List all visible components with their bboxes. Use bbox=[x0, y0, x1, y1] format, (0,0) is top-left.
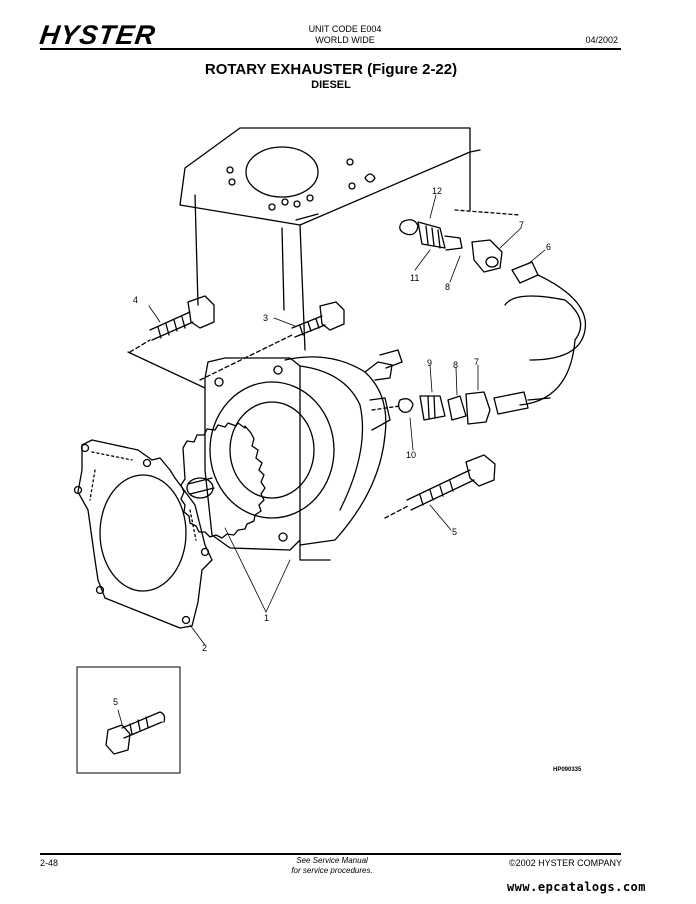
callout-4: 4 bbox=[133, 295, 138, 305]
callout-numbers: 1 2 3 4 5 5 6 7 7 8 8 9 10 11 12 bbox=[113, 186, 551, 707]
upper-fittings bbox=[399, 209, 587, 406]
watermark: www.epcatalogs.com bbox=[506, 880, 646, 894]
gasket bbox=[73, 439, 213, 629]
page-subtitle: DIESEL bbox=[311, 79, 351, 91]
page-number: 2-48 bbox=[40, 858, 59, 868]
callout-6: 6 bbox=[546, 242, 551, 252]
exhauster-housing bbox=[204, 349, 403, 561]
engine-block bbox=[179, 127, 481, 351]
callout-3: 3 bbox=[263, 313, 268, 323]
callout-5-inset: 5 bbox=[113, 697, 118, 707]
callout-9: 9 bbox=[427, 358, 432, 368]
callout-8-upper: 8 bbox=[445, 282, 450, 292]
bolt-5 bbox=[384, 454, 496, 519]
callout-1: 1 bbox=[264, 613, 269, 623]
footer-rule bbox=[40, 853, 621, 855]
bolt-4 bbox=[127, 295, 215, 389]
page-title: ROTARY EXHAUSTER (Figure 2-22) bbox=[204, 61, 458, 78]
unit-code: UNIT CODE E004 WORLD WIDE bbox=[290, 24, 400, 46]
service-note-line-2: for service procedures. bbox=[291, 866, 373, 875]
drive-gear bbox=[180, 422, 266, 539]
callout-2: 2 bbox=[202, 643, 207, 653]
callout-5: 5 bbox=[452, 527, 457, 537]
copyright: ©2002 HYSTER COMPANY bbox=[509, 858, 622, 868]
header-rule bbox=[40, 48, 621, 50]
bolt-3 bbox=[199, 301, 345, 381]
callout-10: 10 bbox=[406, 450, 416, 460]
leader-lines bbox=[148, 194, 546, 646]
callout-7-lower: 7 bbox=[474, 357, 479, 367]
lower-fittings bbox=[371, 391, 551, 425]
callout-11: 11 bbox=[410, 273, 419, 283]
callout-12: 12 bbox=[432, 186, 442, 196]
callout-8-lower: 8 bbox=[453, 360, 458, 370]
service-note: See Service Manual for service procedure… bbox=[262, 856, 402, 876]
unit-code-text: UNIT CODE E004 bbox=[308, 24, 382, 34]
figure-reference: HP090335 bbox=[553, 767, 582, 773]
region-text: WORLD WIDE bbox=[315, 35, 375, 45]
inset-detail bbox=[76, 666, 181, 774]
issue-date: 04/2002 bbox=[585, 35, 618, 45]
service-note-line-1: See Service Manual bbox=[296, 856, 368, 865]
callout-7-upper: 7 bbox=[519, 220, 524, 230]
